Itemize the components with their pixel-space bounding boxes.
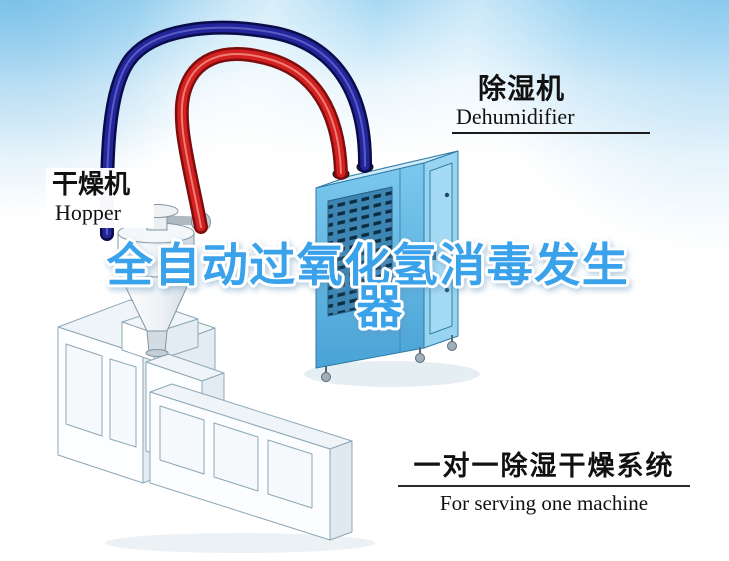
door-hinge xyxy=(444,192,450,198)
hoses xyxy=(99,20,373,241)
dryer-label-en: Hopper xyxy=(55,200,121,226)
cabinet-shadow xyxy=(304,361,480,387)
caster-wheels xyxy=(321,335,457,382)
door-handle xyxy=(432,248,436,260)
dehumidifier-label-cn: 除湿机 xyxy=(478,73,566,104)
dryer-label-cn: 干燥机 xyxy=(52,169,131,199)
hopper-cone xyxy=(117,270,195,332)
machine-panel xyxy=(65,343,103,437)
system-caption-en: For serving one machine xyxy=(439,491,649,516)
system-caption: 一对一除湿干燥系统 For serving one machine xyxy=(398,452,690,514)
caster-wheel xyxy=(415,353,425,363)
cabinet-vent-grille xyxy=(327,186,393,317)
caster-wheel xyxy=(321,372,331,382)
supply-hose-highlight xyxy=(105,26,367,235)
host-machine xyxy=(57,299,353,541)
caster-wheel xyxy=(447,341,457,351)
dehumidifier-label-en: Dehumidifier xyxy=(456,104,575,130)
return-hose-highlight xyxy=(180,53,342,228)
machine-panel xyxy=(213,422,259,492)
machine-shadow xyxy=(105,533,375,553)
door-hinge xyxy=(444,287,450,293)
hopper-outlet-flange xyxy=(145,349,169,357)
system-caption-cn: 一对一除湿干燥系统 xyxy=(398,452,690,488)
dehumidifier-label: 除湿机 Dehumidifier xyxy=(452,73,650,135)
machine-panel xyxy=(109,358,137,448)
dryer-label: 干燥机 Hopper xyxy=(46,168,154,229)
machine-panel xyxy=(267,439,313,509)
machine-panel xyxy=(159,405,205,475)
hopper-outlet-stub xyxy=(146,330,168,353)
machine-box2-end xyxy=(329,440,353,541)
cabinet-logo-plate xyxy=(401,245,418,269)
dehumidifier-cabinet xyxy=(315,150,459,382)
